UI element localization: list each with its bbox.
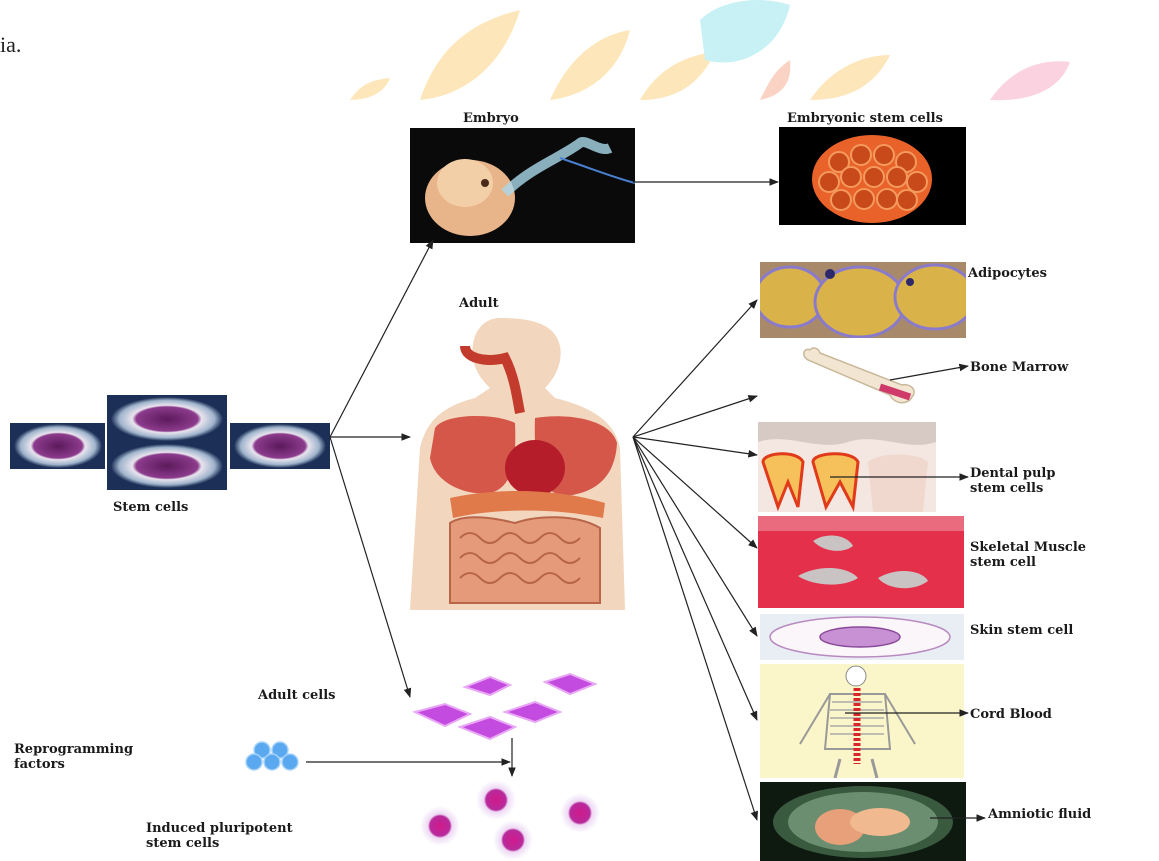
connector-arrows (0, 0, 1159, 861)
